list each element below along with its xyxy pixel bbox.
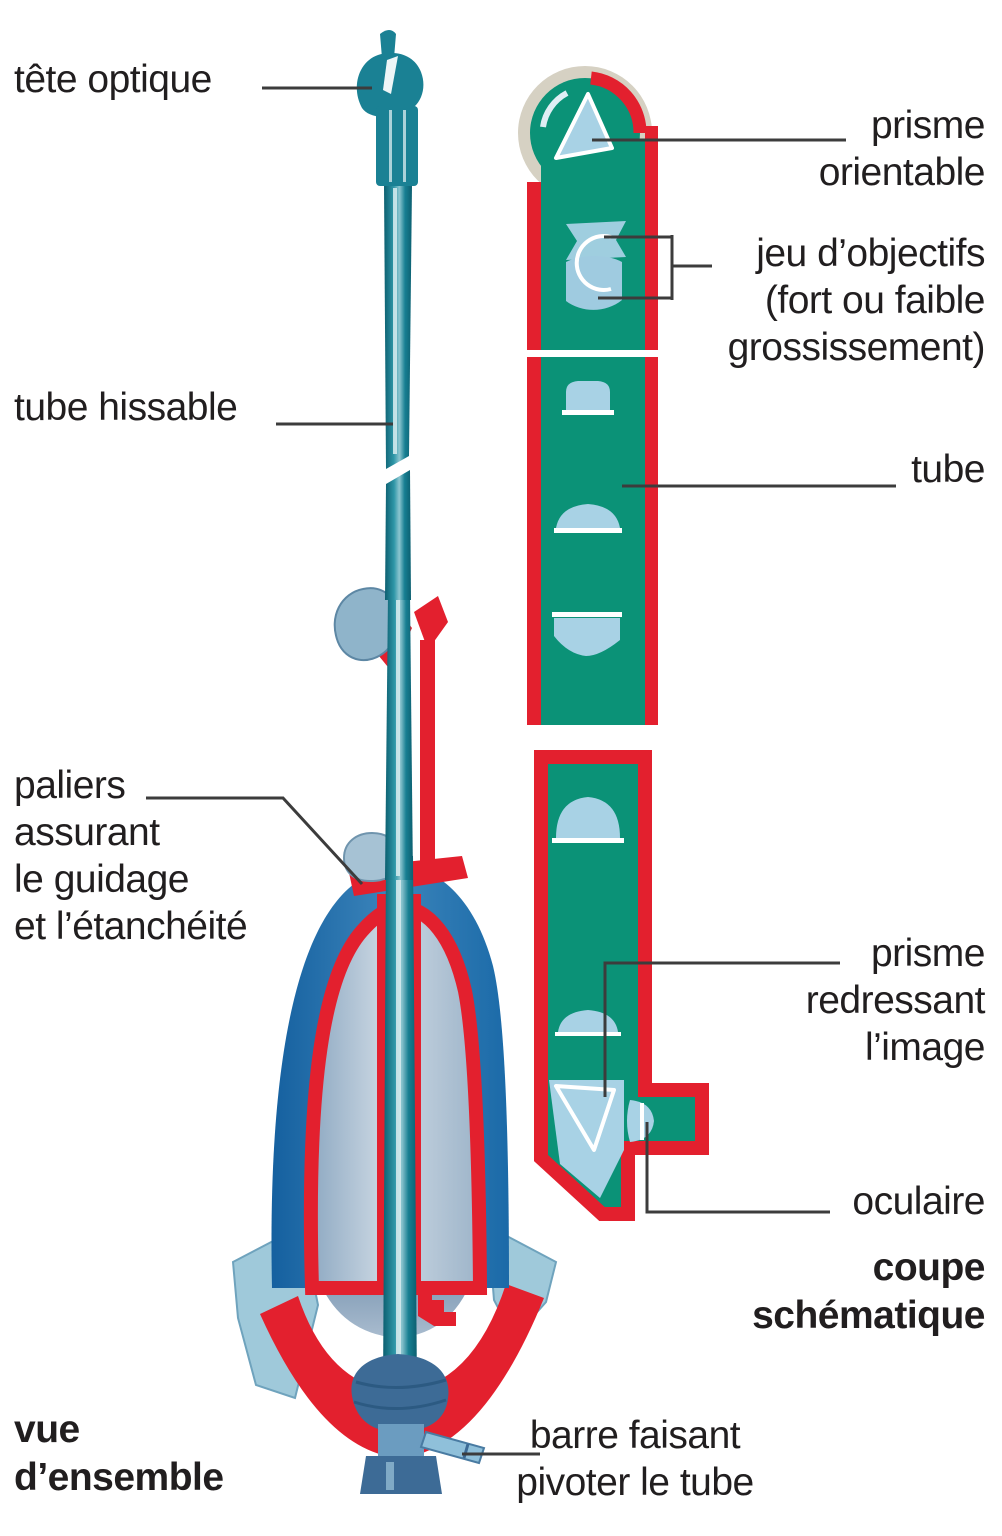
leader-oculaire	[645, 1122, 830, 1214]
caption-vue-ensemble: vue d’ensemble	[14, 1408, 224, 1499]
orientable-prism	[554, 92, 614, 160]
bottom-lenses	[552, 797, 624, 1036]
objective-lens-set	[566, 221, 626, 310]
mechanism-foot	[360, 1456, 442, 1494]
label-prisme-redressant: prisme redressant l’image	[805, 932, 986, 1069]
schematic-tube-segment	[541, 357, 645, 725]
head-neck	[376, 106, 418, 186]
label-jeu-objectifs: jeu d’objectifs (fort ou faible grossiss…	[727, 232, 986, 369]
rotation-gear-collar	[351, 1354, 449, 1432]
tube-cut-red-left	[377, 894, 386, 1290]
caption-coupe-schematique: coupe schématique	[752, 1246, 985, 1337]
head-tip	[380, 30, 396, 58]
base-red-band	[260, 1284, 544, 1458]
leader-lines	[146, 86, 896, 1456]
upper-red-chevron-right	[414, 596, 448, 650]
bowl-cut-steps	[418, 1288, 456, 1326]
label-barre-pivoter: barre faisant pivoter le tube	[516, 1414, 754, 1504]
label-tube-hissable: tube hissable	[14, 386, 238, 429]
raisable-tube-below-break	[385, 470, 411, 600]
leader-prisme-redressant	[603, 961, 840, 1097]
mechanism-neck	[378, 1424, 424, 1460]
tube-lenses	[552, 381, 622, 656]
raisable-tube-upper	[384, 184, 412, 469]
label-prisme-orientable: prisme orientable	[818, 104, 986, 194]
schematic-cross-section-illustration	[518, 66, 709, 1221]
label-tube: tube	[911, 448, 985, 491]
overall-view-illustration	[231, 30, 558, 1494]
leader-jeu-objectifs	[598, 235, 712, 300]
label-oculaire: oculaire	[852, 1180, 985, 1223]
label-paliers: paliers assurant le guidage et l’étanché…	[14, 764, 248, 948]
upper-red-strip	[420, 640, 435, 876]
leader-paliers	[146, 796, 364, 886]
tube-cut-red-right	[412, 894, 421, 1290]
label-tete-optique: tête optique	[14, 58, 212, 101]
head-window	[383, 56, 398, 94]
